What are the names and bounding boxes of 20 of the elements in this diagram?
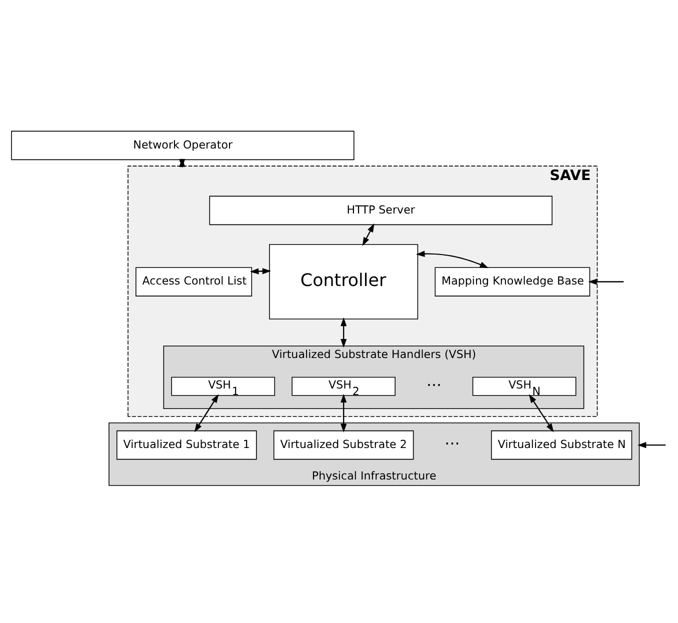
arrow — [194, 394, 219, 432]
arrow — [340, 317, 347, 348]
arrow — [637, 442, 666, 448]
arrow — [528, 394, 554, 432]
label: ··· — [444, 434, 460, 454]
arrow — [179, 158, 186, 168]
arrow — [588, 278, 624, 285]
node-box: Virtualized Substrate N — [491, 430, 632, 460]
label: ··· — [426, 375, 442, 394]
node-box: Mapping Knowledge Base — [434, 267, 590, 296]
node-box: Network Operator — [11, 130, 354, 160]
node-box: Controller — [269, 244, 418, 320]
arrow — [362, 223, 374, 246]
node-box: Virtualized Substrate 1 — [116, 430, 257, 460]
arrow — [250, 268, 272, 274]
node-box: HTTP Server — [209, 196, 552, 226]
node-box: Access Control List — [136, 267, 252, 296]
arrow — [416, 250, 489, 268]
node-box: Virtualized Substrate 2 — [273, 430, 414, 460]
arrow — [340, 394, 347, 433]
